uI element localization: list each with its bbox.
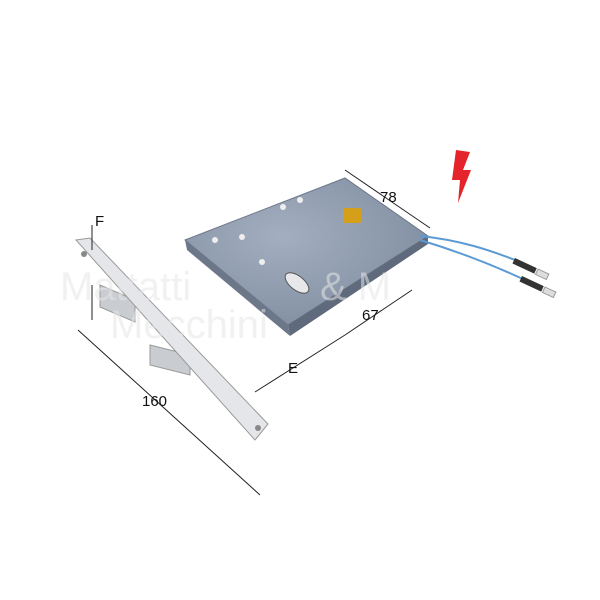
lightning-bolt-icon (452, 150, 471, 203)
dimension-lines (77, 169, 431, 496)
dimension-67: 67 (362, 307, 379, 324)
watermark-line1: Mattatti (60, 265, 191, 309)
cylinder-hole (343, 208, 361, 223)
lock-body (184, 177, 429, 336)
dimension-78: 78 (380, 189, 397, 206)
watermark-amp: & M (320, 265, 391, 309)
faceplate (75, 237, 269, 441)
wires (419, 235, 557, 299)
dimension-e: E (288, 360, 298, 377)
dimension-160: 160 (142, 393, 167, 410)
dimension-f: F (95, 213, 104, 230)
watermark-line2: Mecchini (110, 303, 268, 347)
